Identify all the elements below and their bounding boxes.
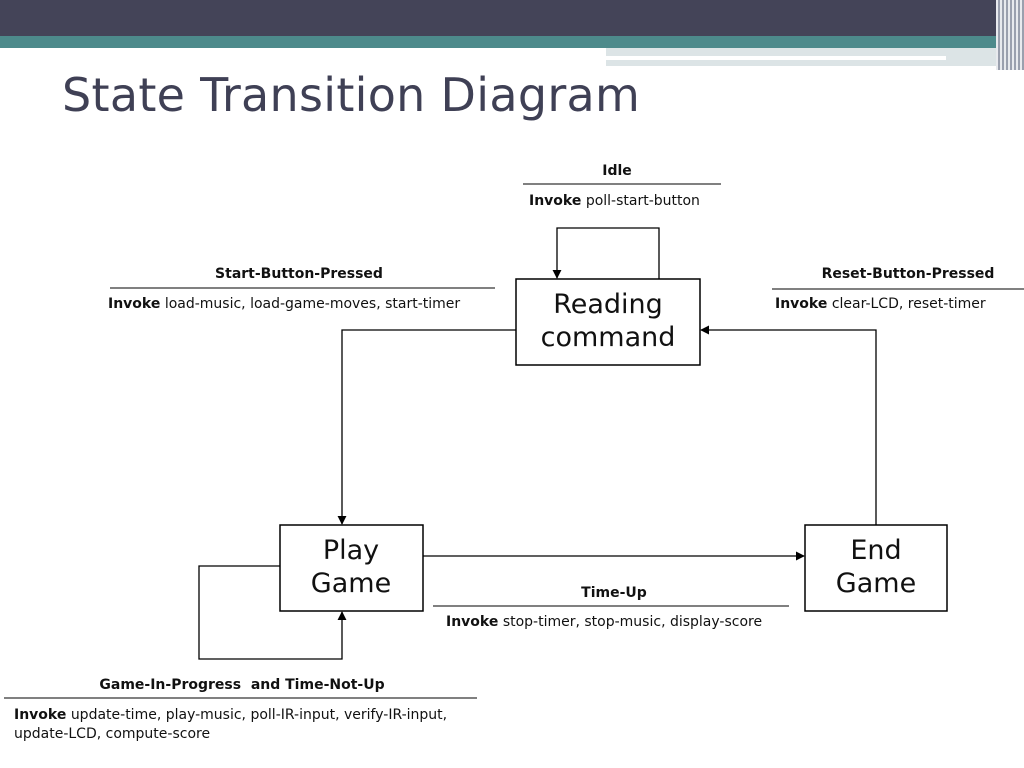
state-end-game: End Game: [804, 524, 948, 612]
reset-condition: Reset-Button-Pressed: [822, 266, 995, 282]
reset-action: Invoke clear-LCD, reset-timer: [775, 296, 986, 312]
timeup-condition: Time-Up: [581, 585, 647, 601]
label-start-button-pressed: Start-Button-Pressed Invoke load-music, …: [108, 266, 495, 312]
teal-band: [0, 36, 1024, 48]
label-reset-button-pressed: Reset-Button-Pressed Invoke clear-LCD, r…: [772, 266, 1024, 312]
state-reading-line1: Reading: [553, 289, 663, 320]
start-condition: Start-Button-Pressed: [215, 266, 383, 282]
inprogress-action-line1: Invoke update-time, play-music, poll-IR-…: [14, 707, 447, 723]
timeup-action: Invoke stop-timer, stop-music, display-s…: [446, 614, 762, 630]
corner-stripes: [996, 0, 1024, 70]
state-play-line2: Game: [311, 568, 391, 599]
arrow-start-button-pressed: [337, 329, 516, 525]
inprogress-condition: Game-In-Progress and Time-Not-Up: [99, 677, 384, 693]
state-end-line1: End: [850, 535, 901, 566]
state-play-game: Play Game: [279, 524, 424, 612]
slide-title: State Transition Diagram: [62, 68, 641, 122]
label-idle: Idle Invoke poll-start-button: [523, 163, 721, 209]
state-reading-command: Reading command: [515, 278, 701, 366]
idle-condition: Idle: [602, 163, 632, 179]
label-game-in-progress: Game-In-Progress and Time-Not-Up Invoke …: [4, 677, 477, 742]
label-time-up: Time-Up Invoke stop-timer, stop-music, d…: [433, 585, 789, 630]
state-play-line1: Play: [323, 535, 379, 566]
light-band-line: [606, 56, 946, 60]
inprogress-action-line2: update-LCD, compute-score: [14, 726, 210, 742]
arrow-game-in-progress-loop: [198, 565, 347, 660]
arrow-reset-button-pressed: [700, 325, 877, 525]
start-action: Invoke load-music, load-game-moves, star…: [108, 296, 460, 312]
state-end-line2: Game: [836, 568, 916, 599]
top-bar: [0, 0, 1024, 38]
state-reading-line2: command: [541, 322, 676, 353]
idle-action: Invoke poll-start-button: [529, 193, 700, 209]
arrow-idle-loop: [552, 227, 660, 279]
